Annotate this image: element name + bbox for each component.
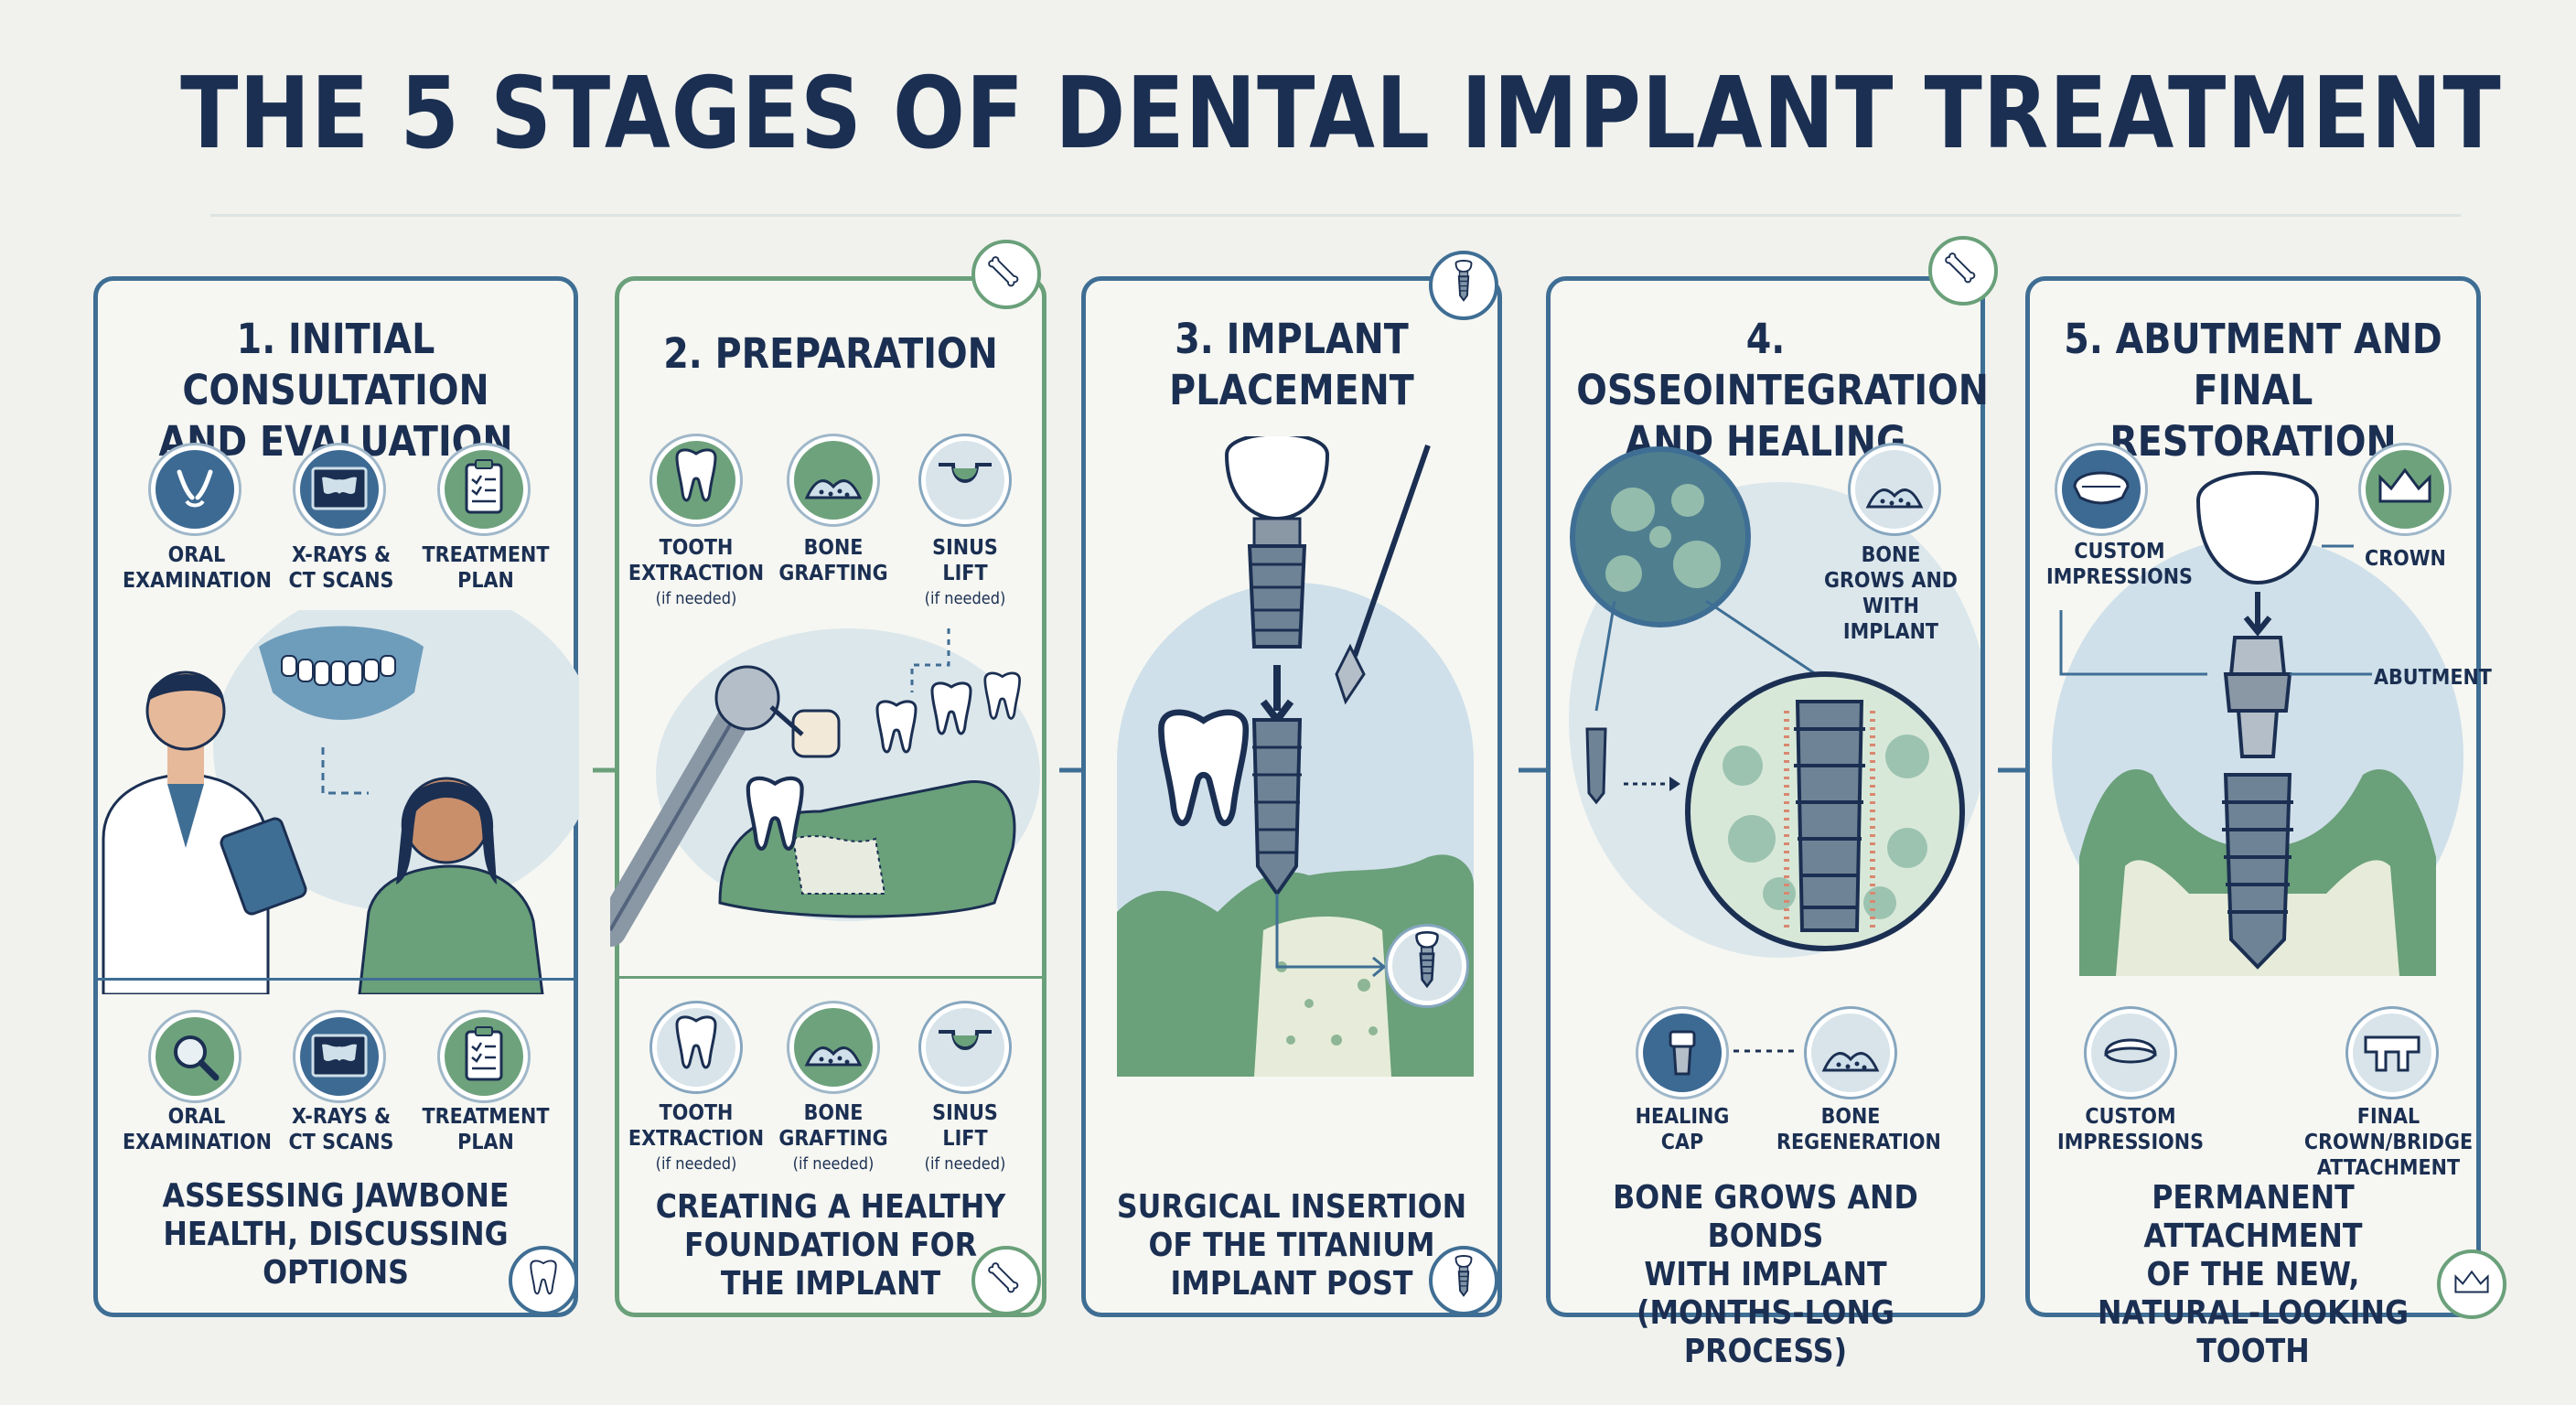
page-title: THE 5 STAGES OF DENTAL IMPLANT TREATMENT [180, 57, 2502, 171]
consultation-illustration [102, 610, 579, 994]
stage-1-description: ASSESSING JAWBONE HEALTH, DISCUSSING OPT… [162, 1177, 510, 1292]
bone-icon [1928, 236, 1998, 306]
osseointegration-illustration [1569, 446, 1980, 958]
stage-2-divider [619, 976, 1042, 979]
stage-4-title: 4. OSSEOINTEGRATION AND HEALING [1576, 315, 1989, 466]
stage-2-title: 2. PREPARATION [663, 329, 998, 378]
hands-icon [151, 445, 239, 533]
bone-graft-icon [789, 436, 877, 524]
tooth-icon [652, 436, 740, 524]
stage-3-title: 3. IMPLANT PLACEMENT [1169, 315, 1414, 414]
tray-icon [2087, 1009, 2174, 1097]
healing-cap-icon [1638, 1009, 1726, 1097]
bridge-icon [2348, 1009, 2436, 1097]
sinus-icon [921, 436, 1009, 524]
preparation-illustration [610, 628, 1040, 947]
xray-icon [295, 1013, 383, 1100]
tooth-icon [509, 1246, 578, 1315]
stage-5-title: 5. ABUTMENT AND FINAL RESTORATION [2064, 315, 2442, 466]
stage-1-divider [98, 978, 574, 981]
xrays-ct-label: X-RAYS &CT SCANS [288, 1105, 394, 1154]
stage-1-title: 1. INITIAL CONSULTATION AND EVALUATION [158, 315, 513, 466]
implant-icon [1429, 251, 1498, 320]
stage-1-panel: 1. INITIAL CONSULTATION AND EVALUATION O… [93, 276, 579, 1317]
bone-regen-icon [1807, 1009, 1894, 1097]
stage-2-description: CREATING A HEALTHY FOUNDATION FOR THE IM… [655, 1188, 1006, 1303]
connector-dashes [1733, 1049, 1799, 1053]
stage-4-description: BONE GROWS AND BONDS WITH IMPLANT (MONTH… [1613, 1179, 1918, 1370]
crown-icon [2437, 1249, 2506, 1319]
title-divider [210, 214, 2461, 217]
sinus-icon [921, 1003, 1009, 1091]
stage-3-panel: 3. IMPLANT PLACEMENT SURGICAL INSERTION … [1081, 276, 1502, 1317]
dentures-icon [2057, 445, 2145, 533]
clipboard-icon [440, 1013, 528, 1100]
clipboard-icon [440, 445, 528, 533]
magnifier-icon [151, 1013, 239, 1100]
stage-5-panel: 5. ABUTMENT AND FINAL RESTORATION CUSTOM… [2025, 276, 2492, 1370]
abutment-illustration [2052, 471, 2463, 976]
stage-3-description: SURGICAL INSERTION OF THE TITANIUM IMPLA… [1116, 1188, 1467, 1303]
crown-callout: CROWN [2365, 547, 2446, 571]
tooth-icon [652, 1003, 740, 1091]
stage-5-description: PERMANENT ATTACHMENT OF THE NEW, NATURAL… [2098, 1179, 2409, 1370]
bone-icon [971, 240, 1041, 309]
xrays-ct-label: X-RAYS &CT SCANS [288, 543, 394, 593]
bone-icon [971, 1246, 1041, 1315]
gum-icon [1851, 445, 1938, 533]
abutment-callout: ABUTMENT [2374, 666, 2492, 690]
bone-graft-icon [789, 1003, 877, 1091]
implant-icon [1388, 927, 1466, 1005]
implant-placement-illustration [1117, 436, 1474, 1077]
implant-icon [1429, 1246, 1498, 1315]
xray-icon [295, 445, 383, 533]
crown-icon [2361, 445, 2449, 533]
